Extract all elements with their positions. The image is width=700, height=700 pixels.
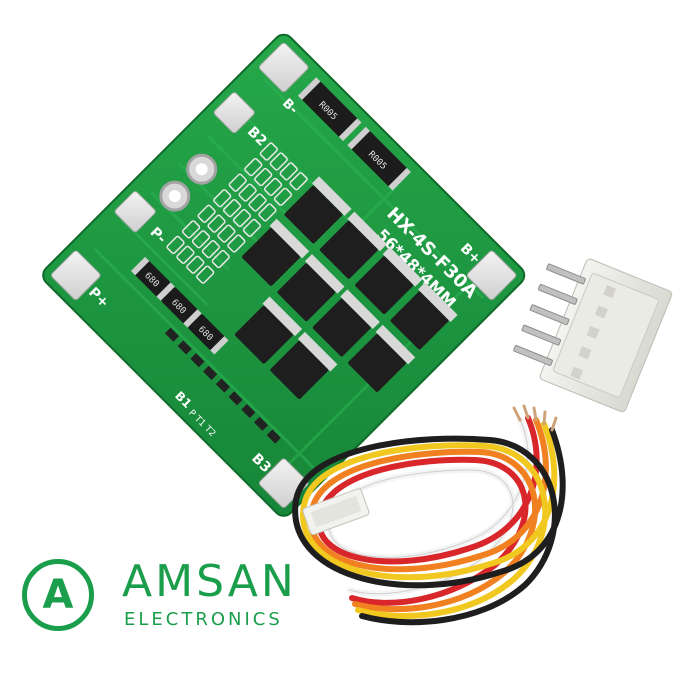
mosfet-tab bbox=[375, 324, 416, 365]
smd-pad bbox=[238, 183, 257, 202]
mosfet-body bbox=[277, 263, 336, 322]
mosfet-body bbox=[242, 228, 300, 286]
wire-yellow bbox=[300, 421, 558, 619]
mosfet-body bbox=[270, 341, 329, 399]
brand-logo: A AMSAN ELECTRONICS bbox=[22, 555, 322, 640]
mosfet-tab bbox=[297, 331, 338, 372]
smd-pad bbox=[222, 199, 242, 218]
corner-pads bbox=[51, 42, 517, 508]
pad-b-minus bbox=[258, 42, 309, 93]
pad-p-minus bbox=[114, 191, 156, 233]
pad-b-plus bbox=[466, 250, 517, 301]
mounting-holes bbox=[159, 153, 218, 212]
shunt-resistors bbox=[297, 77, 411, 191]
smd-pad bbox=[213, 189, 232, 208]
wire-red bbox=[316, 415, 540, 606]
smd-pad bbox=[289, 172, 308, 191]
smd-pad bbox=[186, 255, 205, 274]
pad-b2 bbox=[213, 92, 255, 134]
smd-chip bbox=[266, 429, 281, 444]
smd-pad bbox=[279, 162, 298, 181]
brand-name: AMSAN bbox=[122, 556, 297, 607]
smd-pad bbox=[181, 220, 201, 239]
smd-pad bbox=[254, 167, 273, 187]
logo-badge bbox=[22, 559, 94, 631]
capacitors bbox=[130, 256, 229, 355]
smd-components bbox=[164, 142, 308, 444]
smd-pad bbox=[227, 234, 246, 253]
mosfet-tab bbox=[418, 282, 458, 322]
pad-p-plus bbox=[51, 250, 101, 301]
wire-plug bbox=[302, 488, 370, 536]
smd-pad bbox=[259, 142, 278, 161]
smd-chip bbox=[177, 340, 192, 355]
mosfet-tab bbox=[382, 247, 423, 287]
smd-chip bbox=[215, 378, 230, 393]
smd-pad bbox=[211, 249, 230, 269]
mosfet-tab bbox=[311, 176, 352, 216]
mosfet-body bbox=[348, 334, 406, 392]
mosfet-body bbox=[235, 305, 293, 364]
smd-pad bbox=[258, 203, 277, 222]
mosfet-body bbox=[319, 220, 378, 279]
smd-pad bbox=[232, 208, 252, 228]
mosfet-tab bbox=[340, 289, 380, 330]
smd-chip bbox=[203, 365, 218, 380]
smd-pad bbox=[217, 224, 236, 243]
smd-pad bbox=[242, 218, 262, 238]
smd-chip bbox=[241, 403, 256, 419]
logo-badge-letter: A bbox=[42, 572, 74, 618]
brand-subtitle: ELECTRONICS bbox=[124, 609, 283, 630]
pcb-substrate bbox=[42, 33, 526, 517]
mosfet-tab bbox=[262, 296, 303, 337]
smd-pad bbox=[273, 187, 293, 206]
smd-pad bbox=[244, 157, 263, 177]
pcb-board: R005 R005 HX-4S-F30A 56*48*4MM B+ B- B2 … bbox=[42, 33, 526, 517]
smd-chip bbox=[228, 391, 243, 406]
smd-pad bbox=[207, 214, 226, 233]
smd-chip bbox=[254, 416, 269, 431]
mosfet-body bbox=[355, 256, 413, 315]
smd-pad bbox=[197, 204, 216, 223]
connector-pins bbox=[513, 263, 586, 367]
smd-chip bbox=[164, 327, 180, 342]
mosfet-tab bbox=[347, 211, 387, 252]
mosfet-tab bbox=[269, 218, 310, 259]
smd-pad bbox=[201, 240, 220, 259]
smd-chip bbox=[190, 353, 205, 368]
mosfet-array bbox=[235, 176, 458, 399]
smd-pad bbox=[196, 265, 215, 284]
smd-pad bbox=[176, 245, 195, 264]
mosfet-tab bbox=[304, 254, 345, 294]
smd-pad bbox=[248, 193, 267, 212]
balance-connector bbox=[513, 258, 673, 413]
wire-black bbox=[292, 427, 566, 626]
smd-pad bbox=[228, 173, 247, 192]
mosfet-body bbox=[312, 298, 371, 357]
smd-pad bbox=[269, 152, 288, 171]
mosfet-body bbox=[390, 291, 449, 350]
wire-harness bbox=[292, 404, 566, 626]
mosfet-body bbox=[284, 185, 343, 244]
smd-pad bbox=[191, 230, 211, 249]
smd-pad bbox=[263, 177, 283, 197]
smd-pad bbox=[166, 235, 185, 255]
